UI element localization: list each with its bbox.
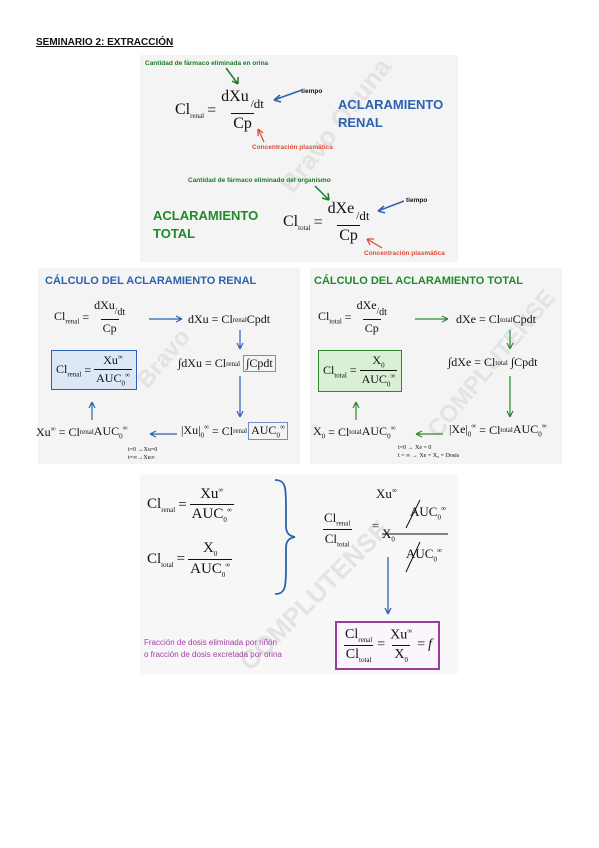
arrow-down-icon	[384, 557, 392, 615]
arrow-icon	[257, 128, 265, 143]
arrow-down-icon	[506, 376, 514, 418]
summary-renal-eq: Clrenal= Xu∞AUC0∞	[147, 486, 234, 524]
brace-icon	[274, 479, 296, 595]
arrow-icon	[273, 89, 303, 103]
arrow-down-icon	[236, 330, 244, 350]
top-definitions-panel	[140, 55, 458, 262]
renal-note-conc: Concentración plasmática	[252, 144, 333, 151]
total-note-time: tiempo	[406, 197, 428, 204]
arrow-down-icon	[236, 376, 244, 418]
arrow-down-icon	[506, 330, 514, 350]
arrow-icon	[377, 200, 405, 214]
renal-clearance-result-box: Clrenal= Xu∞AUC0∞	[51, 350, 137, 391]
renal-condition-1: t=0 →Xu=0	[128, 447, 158, 453]
total-clearance-definition: Cltotal = dXe/dt Cp	[283, 200, 370, 244]
total-condition-2: t = ∞ → Xe = X₀ = Dosis	[398, 453, 460, 459]
total-calc-title: CÁLCULO DEL ACLARAMIENTO TOTAL	[314, 275, 523, 287]
renal-clearance-label: ACLARAMIENTO RENAL	[338, 97, 444, 130]
arrow-icon	[314, 185, 330, 201]
arrow-icon	[366, 238, 383, 249]
arrow-left-icon	[415, 430, 443, 438]
renal-note-time: tiempo	[301, 88, 323, 95]
arrow-right-icon	[415, 315, 449, 323]
renal-note-amount: Cantidad de fármaco eliminada en orina	[145, 60, 269, 67]
arrow-up-icon	[352, 401, 360, 420]
cl-symbol: Cltotal	[283, 212, 311, 233]
cl-symbol: Clrenal	[175, 100, 205, 121]
renal-calc-title: CÁLCULO DEL ACLARAMIENTO RENAL	[45, 275, 257, 287]
total-note-amount: Cantidad de fármaco eliminado del organi…	[188, 177, 331, 184]
arrow-left-icon	[149, 430, 177, 438]
renal-condition-2: t=∞→Xu∞	[128, 455, 155, 461]
fraction-note: Fracción de dosis eliminada por riñón o …	[144, 638, 282, 659]
renal-clearance-definition: Clrenal = dXu/dt Cp	[175, 88, 264, 132]
total-clearance-label: ACLARAMIENTO TOTAL	[153, 208, 259, 241]
arrow-up-icon	[88, 401, 96, 420]
total-condition-1: t=0 → Xe = 0	[398, 445, 432, 451]
total-note-conc: Concentración plasmática	[364, 250, 445, 257]
arrow-icon	[225, 67, 239, 85]
arrow-right-icon	[149, 315, 183, 323]
page-title: SEMINARIO 2: EXTRACCIÓN	[36, 37, 174, 48]
